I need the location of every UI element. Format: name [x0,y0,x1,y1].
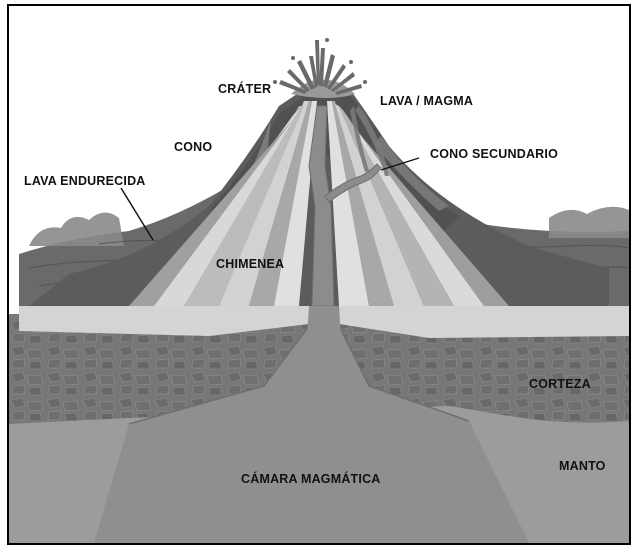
label-corteza: CORTEZA [529,377,591,391]
diagram-frame: CRÁTER LAVA / MAGMA CONO CONO SECUNDARIO… [7,4,631,545]
label-cono-secundario: CONO SECUNDARIO [430,147,558,161]
label-lava-magma: LAVA / MAGMA [380,94,473,108]
label-chimenea: CHIMENEA [216,257,284,271]
label-camara-magmatica: CÁMARA MAGMÁTICA [241,471,381,486]
label-manto: MANTO [559,459,606,473]
volcano-diagram: CRÁTER LAVA / MAGMA CONO CONO SECUNDARIO… [9,6,629,543]
label-crater: CRÁTER [218,81,271,96]
label-lava-endurecida: LAVA ENDURECIDA [24,174,146,188]
label-cono: CONO [174,140,212,154]
